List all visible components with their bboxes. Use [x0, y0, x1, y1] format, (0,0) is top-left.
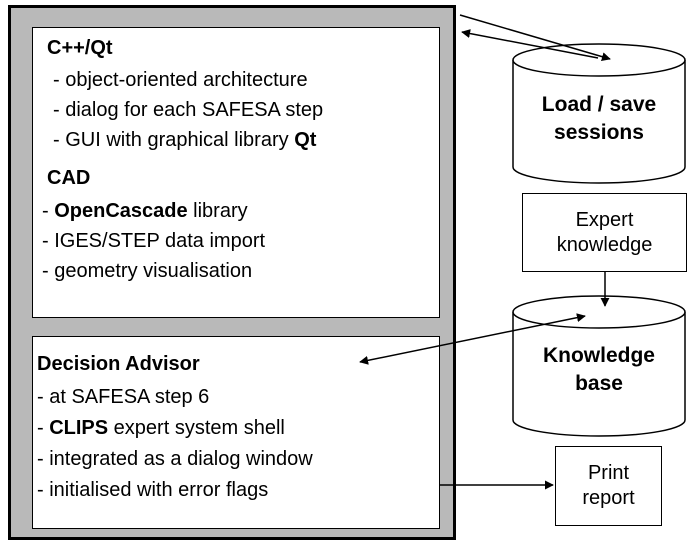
knowledge-base-label: Knowledge base [513, 342, 685, 398]
expert-label-line1: Expert [575, 208, 634, 231]
advisor-item-shell-text: expert system shell [108, 417, 285, 439]
qt-item-dialog: - dialog for each SAFESA step [53, 99, 324, 121]
advisor-item-integrated: - integrated as a dialog window [37, 448, 313, 470]
clips-name: CLIPS [49, 417, 109, 439]
sessions-label: Load / save sessions [513, 91, 685, 147]
cpp-qt-cad-panel [32, 27, 440, 318]
cad-item-import: - IGES/STEP data import [42, 230, 266, 252]
cad-item-library-text: library [187, 200, 248, 222]
cad-item-opencascade: - OpenCascade library [42, 199, 248, 223]
knowledge-base-label-line2: base [575, 372, 623, 395]
advisor-item-clips: - CLIPS expert system shell [37, 416, 285, 440]
cad-item-visualisation: - geometry visualisation [42, 260, 253, 282]
decision-advisor-panel [32, 336, 440, 529]
expert-label-line2: knowledge [556, 233, 653, 256]
sessions-database-icon [512, 43, 686, 184]
advisor-heading: Decision Advisor [37, 353, 200, 375]
cad-item-dash: - [42, 200, 55, 222]
advisor-item-flags: - initialised with error flags [37, 479, 269, 501]
cad-heading: CAD [47, 167, 91, 189]
print-report-box: Print report [555, 446, 662, 526]
knowledge-advisor-arrow [359, 313, 586, 365]
advisor-item-dash: - [37, 417, 50, 439]
qt-heading: C++/Qt [47, 37, 113, 59]
print-label-line1: Print [587, 462, 630, 484]
session-save-arrow [459, 14, 611, 62]
print-label-line2: report [582, 487, 635, 509]
qt-item-architecture: - object-oriented architecture [53, 69, 308, 91]
qt-item-gui: - GUI with graphical library Qt [53, 128, 316, 152]
sessions-label-line2: sessions [554, 121, 644, 144]
session-load-arrow [461, 29, 599, 59]
knowledge-base-label-line1: Knowledge [542, 344, 655, 367]
qt-item-gui-text: - GUI with graphical library [53, 129, 295, 151]
sessions-label-line1: Load / save [541, 93, 657, 116]
qt-library-name: Qt [294, 129, 317, 151]
advisor-item-step: - at SAFESA step 6 [37, 386, 210, 408]
opencascade-name: OpenCascade [54, 200, 188, 222]
expert-knowledge-box: Expert knowledge [522, 193, 687, 272]
